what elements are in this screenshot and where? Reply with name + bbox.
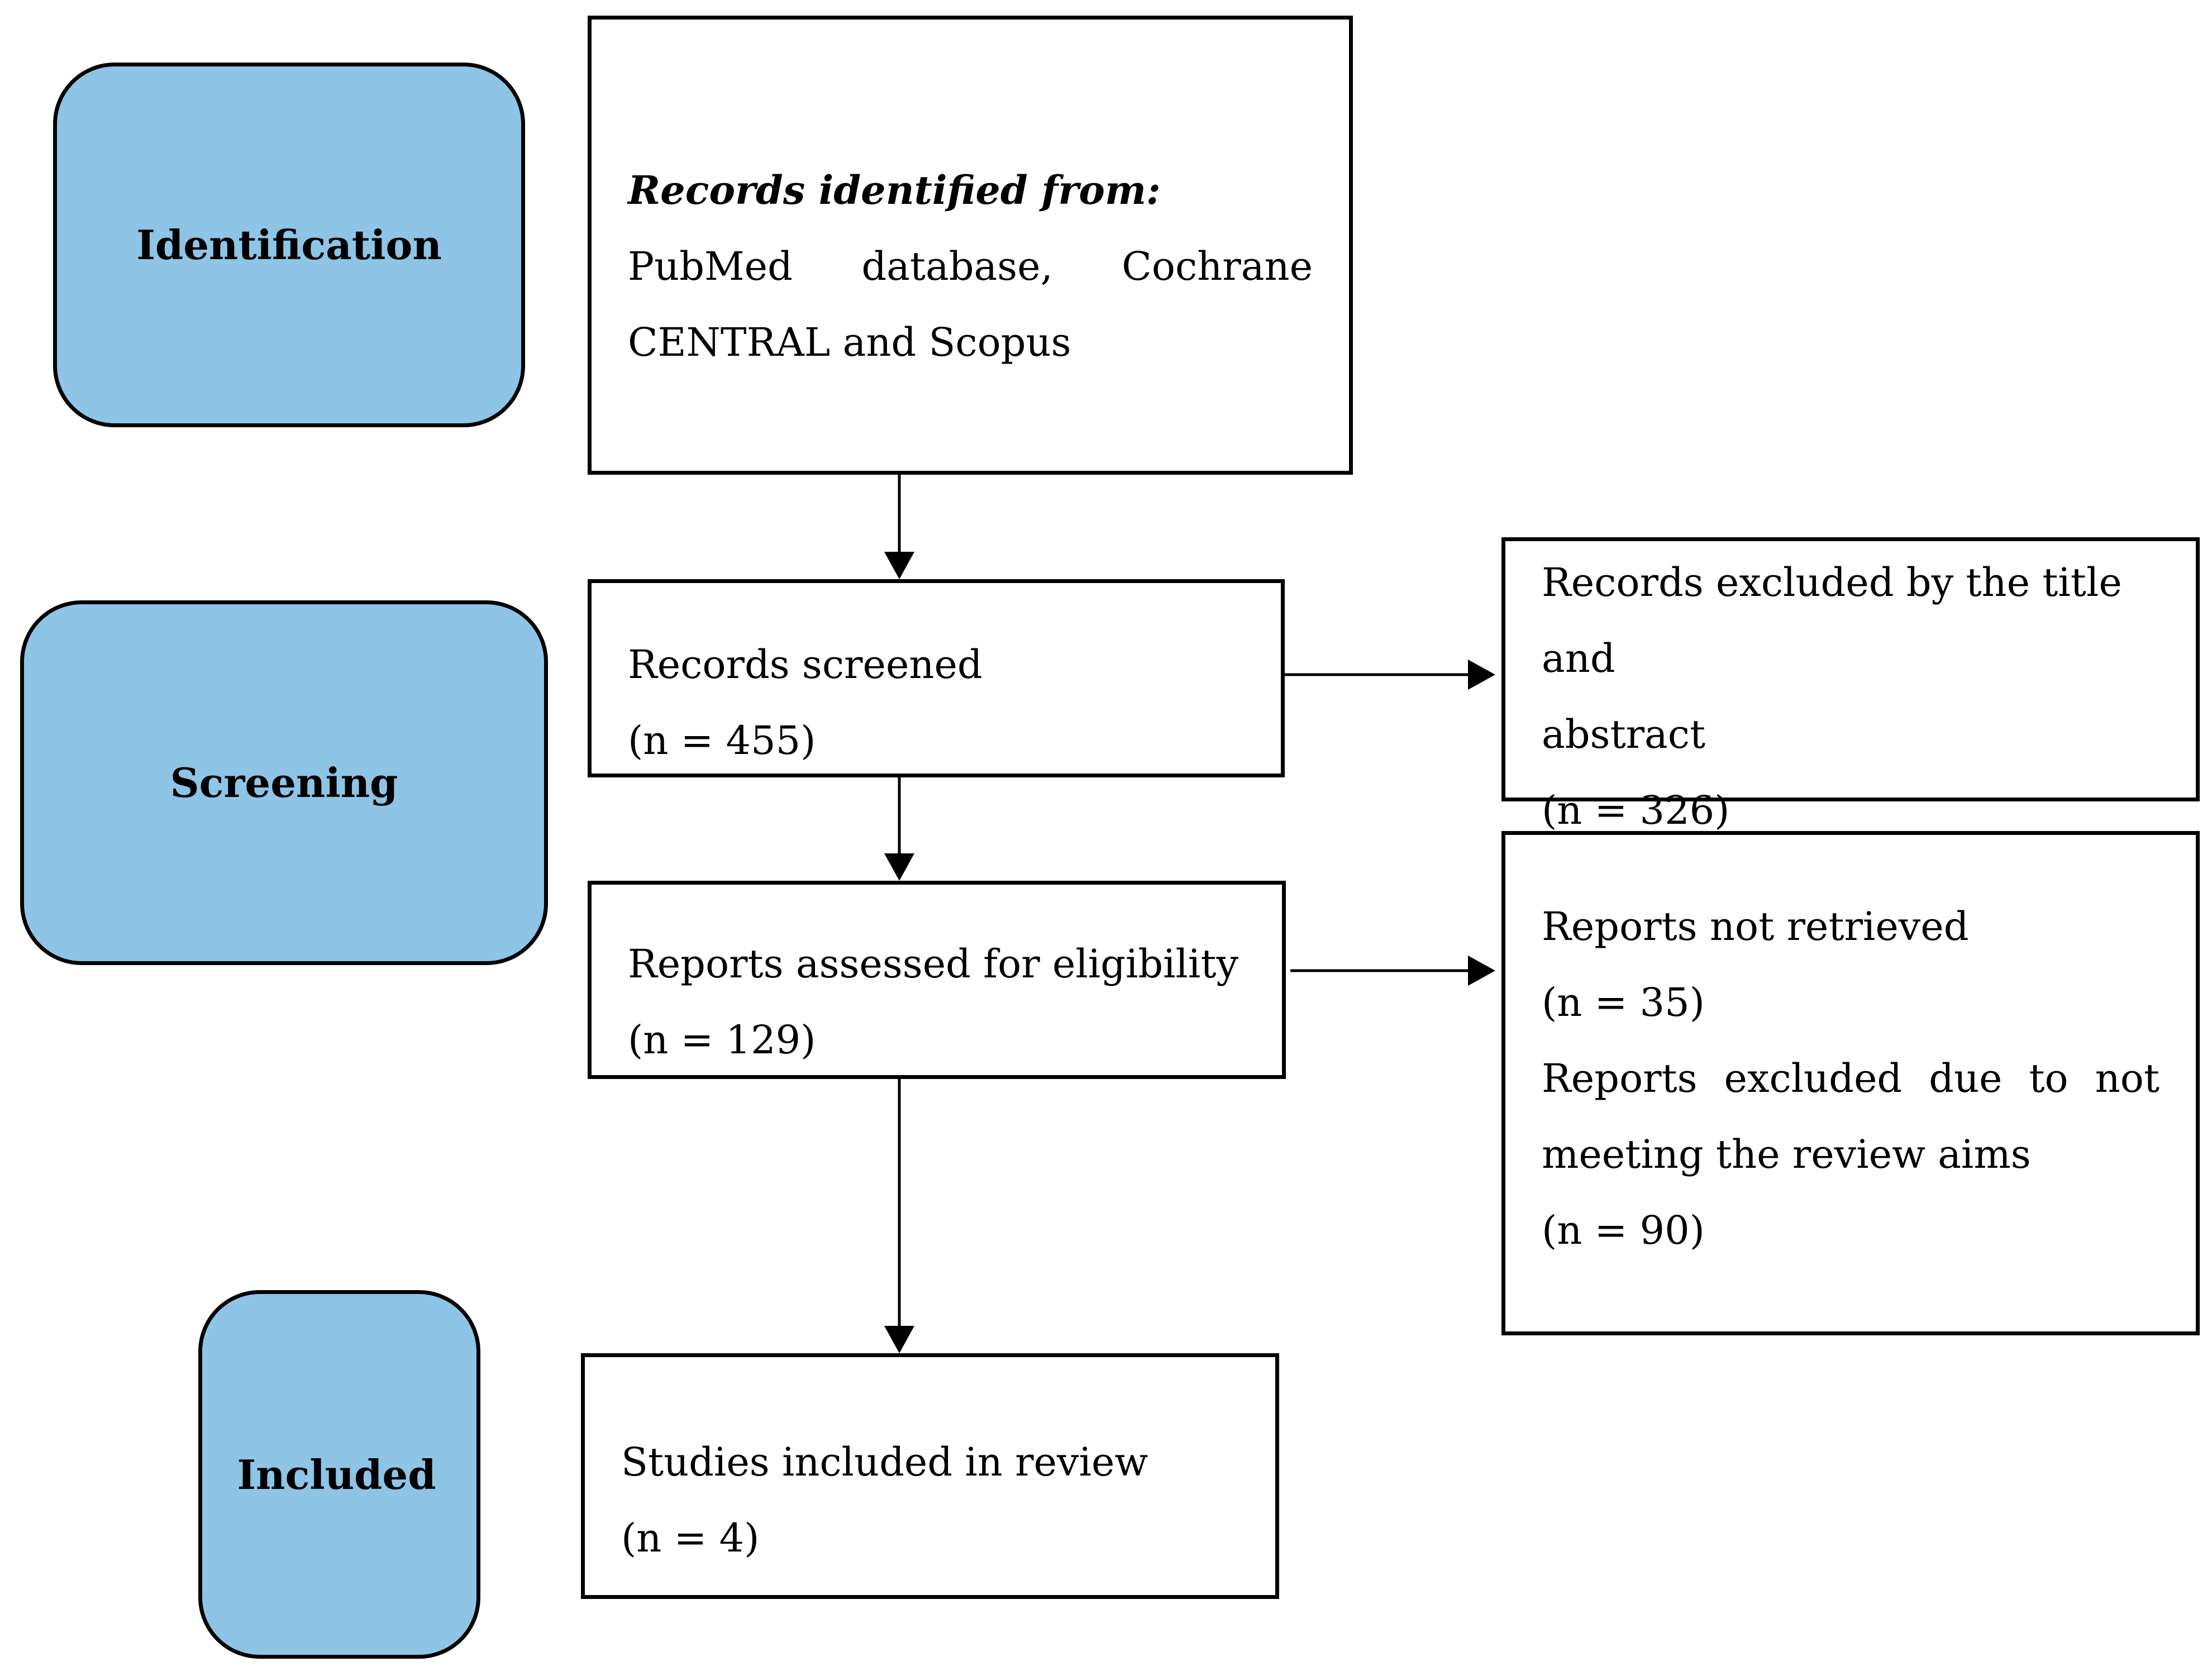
stage-identification-label: Identification: [136, 221, 442, 269]
records-identified-sources-line2: CENTRAL and Scopus: [628, 319, 1071, 365]
reports-excluded-aims-line1: Reports excluded due to not: [1542, 1056, 2159, 1101]
studies-included-label: Studies included in review: [621, 1439, 1148, 1485]
reports-not-retrieved-count: (n = 35): [1542, 980, 1705, 1025]
records-screened-count: (n = 455): [628, 718, 816, 763]
reports-excluded-aims-count: (n = 90): [1542, 1207, 1705, 1253]
studies-included-count: (n = 4): [621, 1515, 760, 1561]
reports-assessed-label: Reports assessed for eligibility: [628, 941, 1238, 987]
records-excluded-title-line2: abstract: [1542, 712, 1706, 757]
records-excluded-title-count: (n = 326): [1542, 787, 1730, 833]
arrowhead-screened-to-excluded: [1468, 660, 1495, 690]
reports-not-retrieved-label: Reports not retrieved: [1542, 904, 1969, 949]
records-excluded-title-box: Records excluded by the title and abstra…: [1501, 537, 2200, 833]
records-identified-heading: Records identified from:: [628, 167, 1161, 213]
reports-excluded-aims-line2: meeting the review aims: [1542, 1131, 2031, 1177]
stage-included: Included: [198, 1290, 480, 1659]
stage-included-label: Included: [237, 1450, 436, 1498]
arrowhead-identified-to-screened: [884, 552, 914, 579]
studies-included-box: Studies included in review (n = 4): [581, 1353, 1279, 1599]
arrowhead-screened-to-assessed: [884, 853, 914, 881]
stage-screening: Screening: [20, 600, 548, 965]
stage-identification: Identification: [53, 63, 525, 427]
reports-assessed-count: (n = 129): [628, 1017, 816, 1063]
records-screened-box: Records screened (n = 455): [588, 579, 1285, 777]
arrowhead-assessed-to-included: [884, 1326, 914, 1353]
reports-not-retrieved-box: Reports not retrieved (n = 35) Reports e…: [1501, 831, 2200, 1335]
stage-screening-label: Screening: [170, 759, 398, 806]
arrowhead-assessed-to-not-retrieved: [1468, 956, 1495, 986]
records-identified-sources-line1: PubMed database, Cochrane: [628, 244, 1313, 289]
records-excluded-title-line1: Records excluded by the title and: [1542, 560, 2122, 681]
records-identified-box: Records identified from: PubMed database…: [588, 16, 1353, 475]
records-screened-label: Records screened: [628, 642, 983, 688]
reports-assessed-box: Reports assessed for eligibility (n = 12…: [588, 881, 1286, 1079]
